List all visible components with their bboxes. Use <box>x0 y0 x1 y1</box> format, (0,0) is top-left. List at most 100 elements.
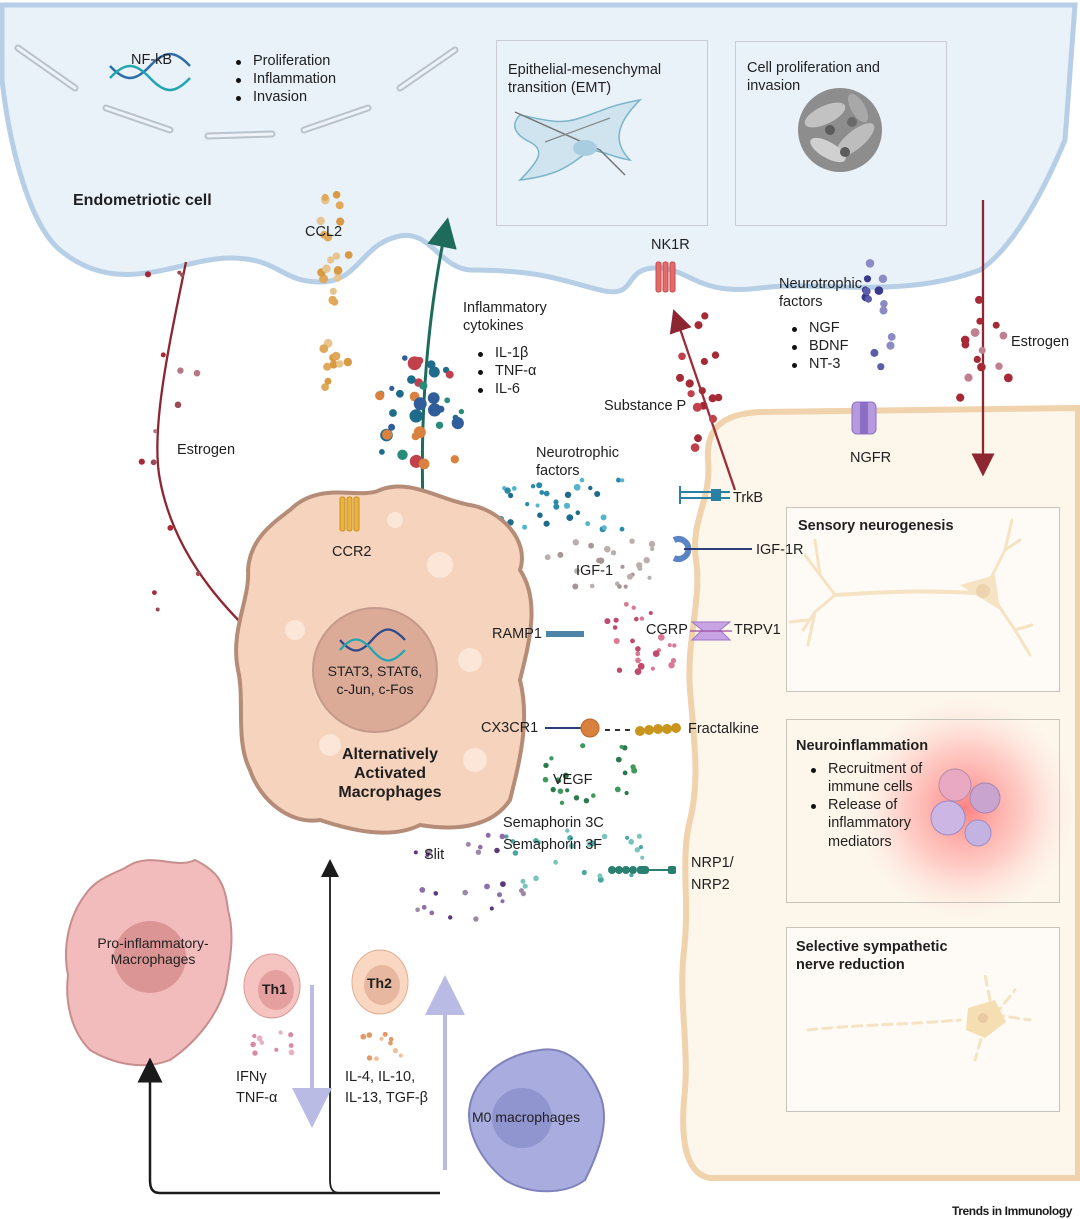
macrophage-nucleus <box>312 607 438 733</box>
particle <box>620 564 625 569</box>
particle <box>568 842 575 849</box>
pro-inflammatory-line: Macrophages <box>110 951 196 968</box>
particle <box>887 333 896 341</box>
nrp-receptor <box>608 866 676 874</box>
emt-cell-illustration <box>514 98 643 182</box>
macrophage-name: Alternatively Activated Macrophages <box>320 745 460 803</box>
particle <box>322 264 331 273</box>
particle <box>465 841 471 847</box>
particle <box>616 477 621 483</box>
particle <box>374 1056 379 1062</box>
particle <box>520 891 527 897</box>
particle <box>604 618 611 625</box>
particle <box>335 201 344 210</box>
particle <box>448 915 453 920</box>
particle <box>625 835 630 840</box>
particle <box>588 485 593 491</box>
nk1r-label: NK1R <box>651 237 690 253</box>
particle <box>252 1033 257 1039</box>
particle <box>634 668 642 675</box>
particle <box>640 855 645 860</box>
particle <box>504 487 511 494</box>
particle <box>250 1041 256 1048</box>
particle <box>418 458 430 470</box>
neurotrophic-top-list: NGF BDNF NT-3 <box>787 319 848 373</box>
cgrp-label: CGRP <box>646 622 688 638</box>
estrogen-right-label: Estrogen <box>1011 334 1070 350</box>
particle <box>637 662 645 670</box>
macrophage-name-line: Alternatively <box>341 746 439 763</box>
particle <box>613 617 619 623</box>
particle <box>321 193 329 202</box>
particle <box>565 828 570 833</box>
particle <box>579 477 585 483</box>
cx3cr1-label: CX3CR1 <box>481 720 539 736</box>
fractalkine-label: Fractalkine <box>688 721 759 737</box>
particle <box>323 362 332 371</box>
slit-label: Slit <box>424 847 445 863</box>
estrogen-left-particles <box>138 270 201 612</box>
cell-cluster-illustration <box>798 88 882 172</box>
neuroinflammation-list: Recruitment of immune cells Release of i… <box>806 760 926 851</box>
dna-icon <box>339 628 406 662</box>
particle <box>687 390 695 398</box>
particle <box>153 429 158 434</box>
particle <box>694 321 703 330</box>
particle <box>508 492 514 499</box>
effect-item: Inflammation <box>231 70 336 88</box>
m0-to-pro-inflammatory-arrow <box>137 1057 440 1195</box>
particle <box>634 616 639 622</box>
particle <box>389 385 395 391</box>
pro-inflammatory-line: Pro-inflammatory- <box>97 935 209 951</box>
cytokine-item: TNF-α <box>473 362 536 380</box>
particle <box>332 252 341 260</box>
particle <box>631 767 638 774</box>
particle <box>421 904 427 910</box>
emt-box <box>496 40 708 226</box>
particle <box>429 910 435 916</box>
particle <box>427 392 440 404</box>
particle <box>714 393 723 402</box>
particle <box>562 772 569 779</box>
particle <box>863 275 872 283</box>
neurotrophic-item: NGF <box>787 319 848 337</box>
particle <box>580 743 586 749</box>
particle <box>288 1043 294 1048</box>
neurotrophic-top-title: Neurotrophic factors <box>779 276 863 311</box>
particle <box>574 568 580 574</box>
particle <box>407 356 422 371</box>
dna-icon <box>109 52 191 92</box>
particle <box>180 272 185 278</box>
particle <box>995 362 1003 370</box>
particle <box>615 756 622 763</box>
particle <box>494 847 500 854</box>
particle <box>650 666 656 671</box>
cx3cr1-fractalkine <box>545 718 681 738</box>
particle <box>379 1036 384 1041</box>
particle <box>274 1047 279 1052</box>
pro-inflammatory-label: Pro-inflammatory- Macrophages <box>78 935 228 967</box>
particle <box>588 542 594 549</box>
particle <box>596 557 602 564</box>
th1-label: Th1 <box>262 981 287 997</box>
sympathetic-panel <box>786 927 1060 1112</box>
particle <box>536 482 543 489</box>
ramp1-label: RAMP1 <box>492 626 542 642</box>
particle <box>533 838 539 844</box>
vesicles <box>285 512 487 772</box>
particle <box>617 584 622 589</box>
particle <box>375 391 385 401</box>
particle <box>975 295 983 304</box>
semaphorin-3f-label: Semaphorin 3F <box>503 837 603 853</box>
particle <box>870 348 879 357</box>
igf1-particles <box>544 538 656 590</box>
particle <box>327 256 335 264</box>
particle <box>451 417 464 430</box>
particle <box>473 916 479 922</box>
particle <box>610 550 617 556</box>
macrophage-nucleus-text: STAT3, STAT6, c-Jun, c-Fos <box>313 663 437 698</box>
particle <box>648 540 656 548</box>
particle <box>874 286 884 295</box>
particle <box>388 423 396 431</box>
proliferation-box <box>735 41 947 226</box>
